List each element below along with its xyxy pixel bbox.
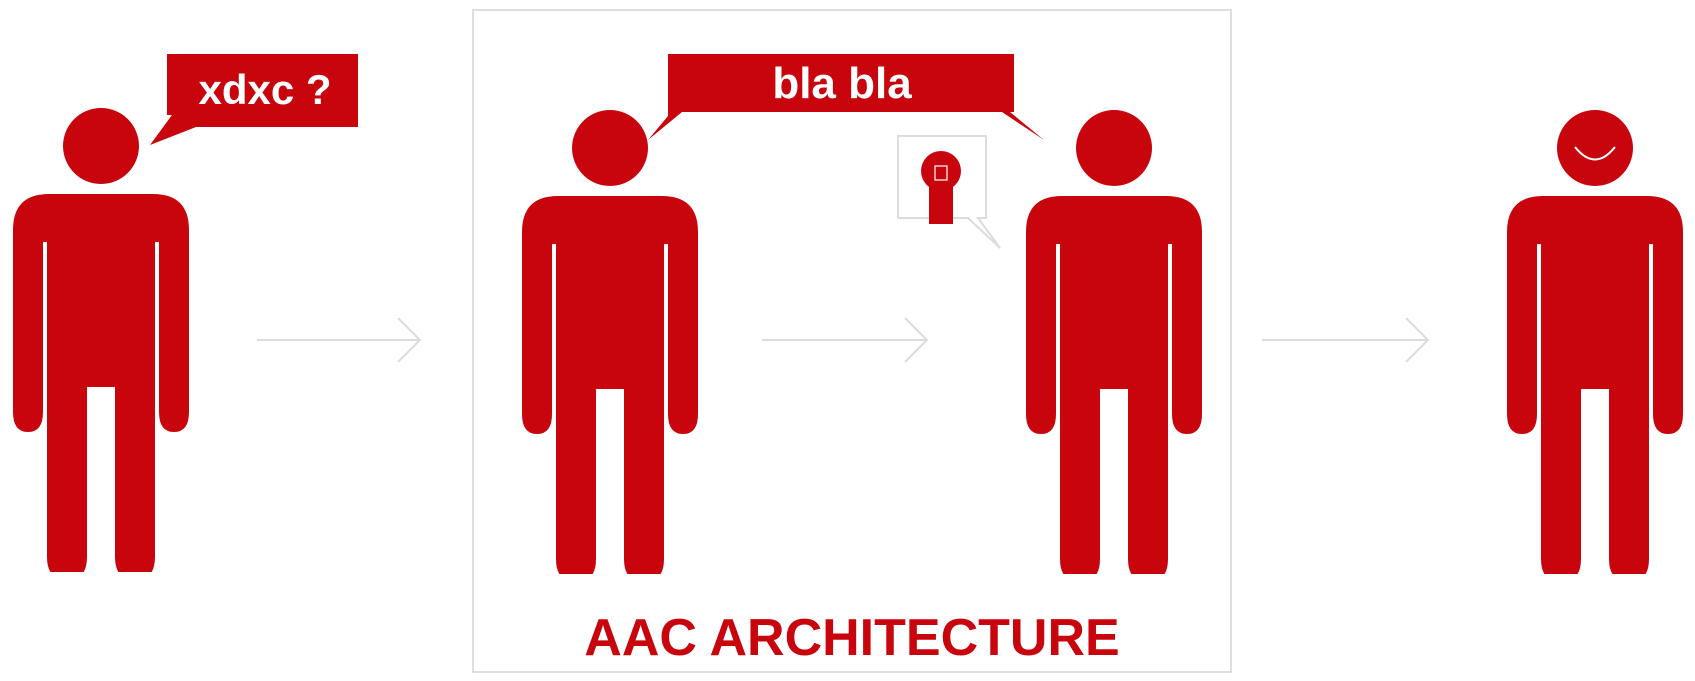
lightbulb-icon [921,151,961,224]
smile-mark [1574,146,1616,161]
listener-person-icon [1026,110,1202,574]
confused-person-icon [13,108,189,572]
arrow-3 [1262,317,1430,363]
architecture-frame [472,9,1232,673]
question-bubble-text: xdxc ? [198,66,331,113]
architecture-caption: AAC ARCHITECTURE [584,609,1119,667]
arrow-2 [762,317,929,363]
idea-bubble [897,135,1001,249]
speaker-person-icon [522,110,698,574]
smiling-person-icon [1507,110,1683,574]
talk-bubble-text: bla bla [772,59,912,108]
talk-bubble: bla bla [648,54,1044,140]
question-bubble: xdxc ? [150,54,358,145]
arrow-1 [257,317,422,363]
